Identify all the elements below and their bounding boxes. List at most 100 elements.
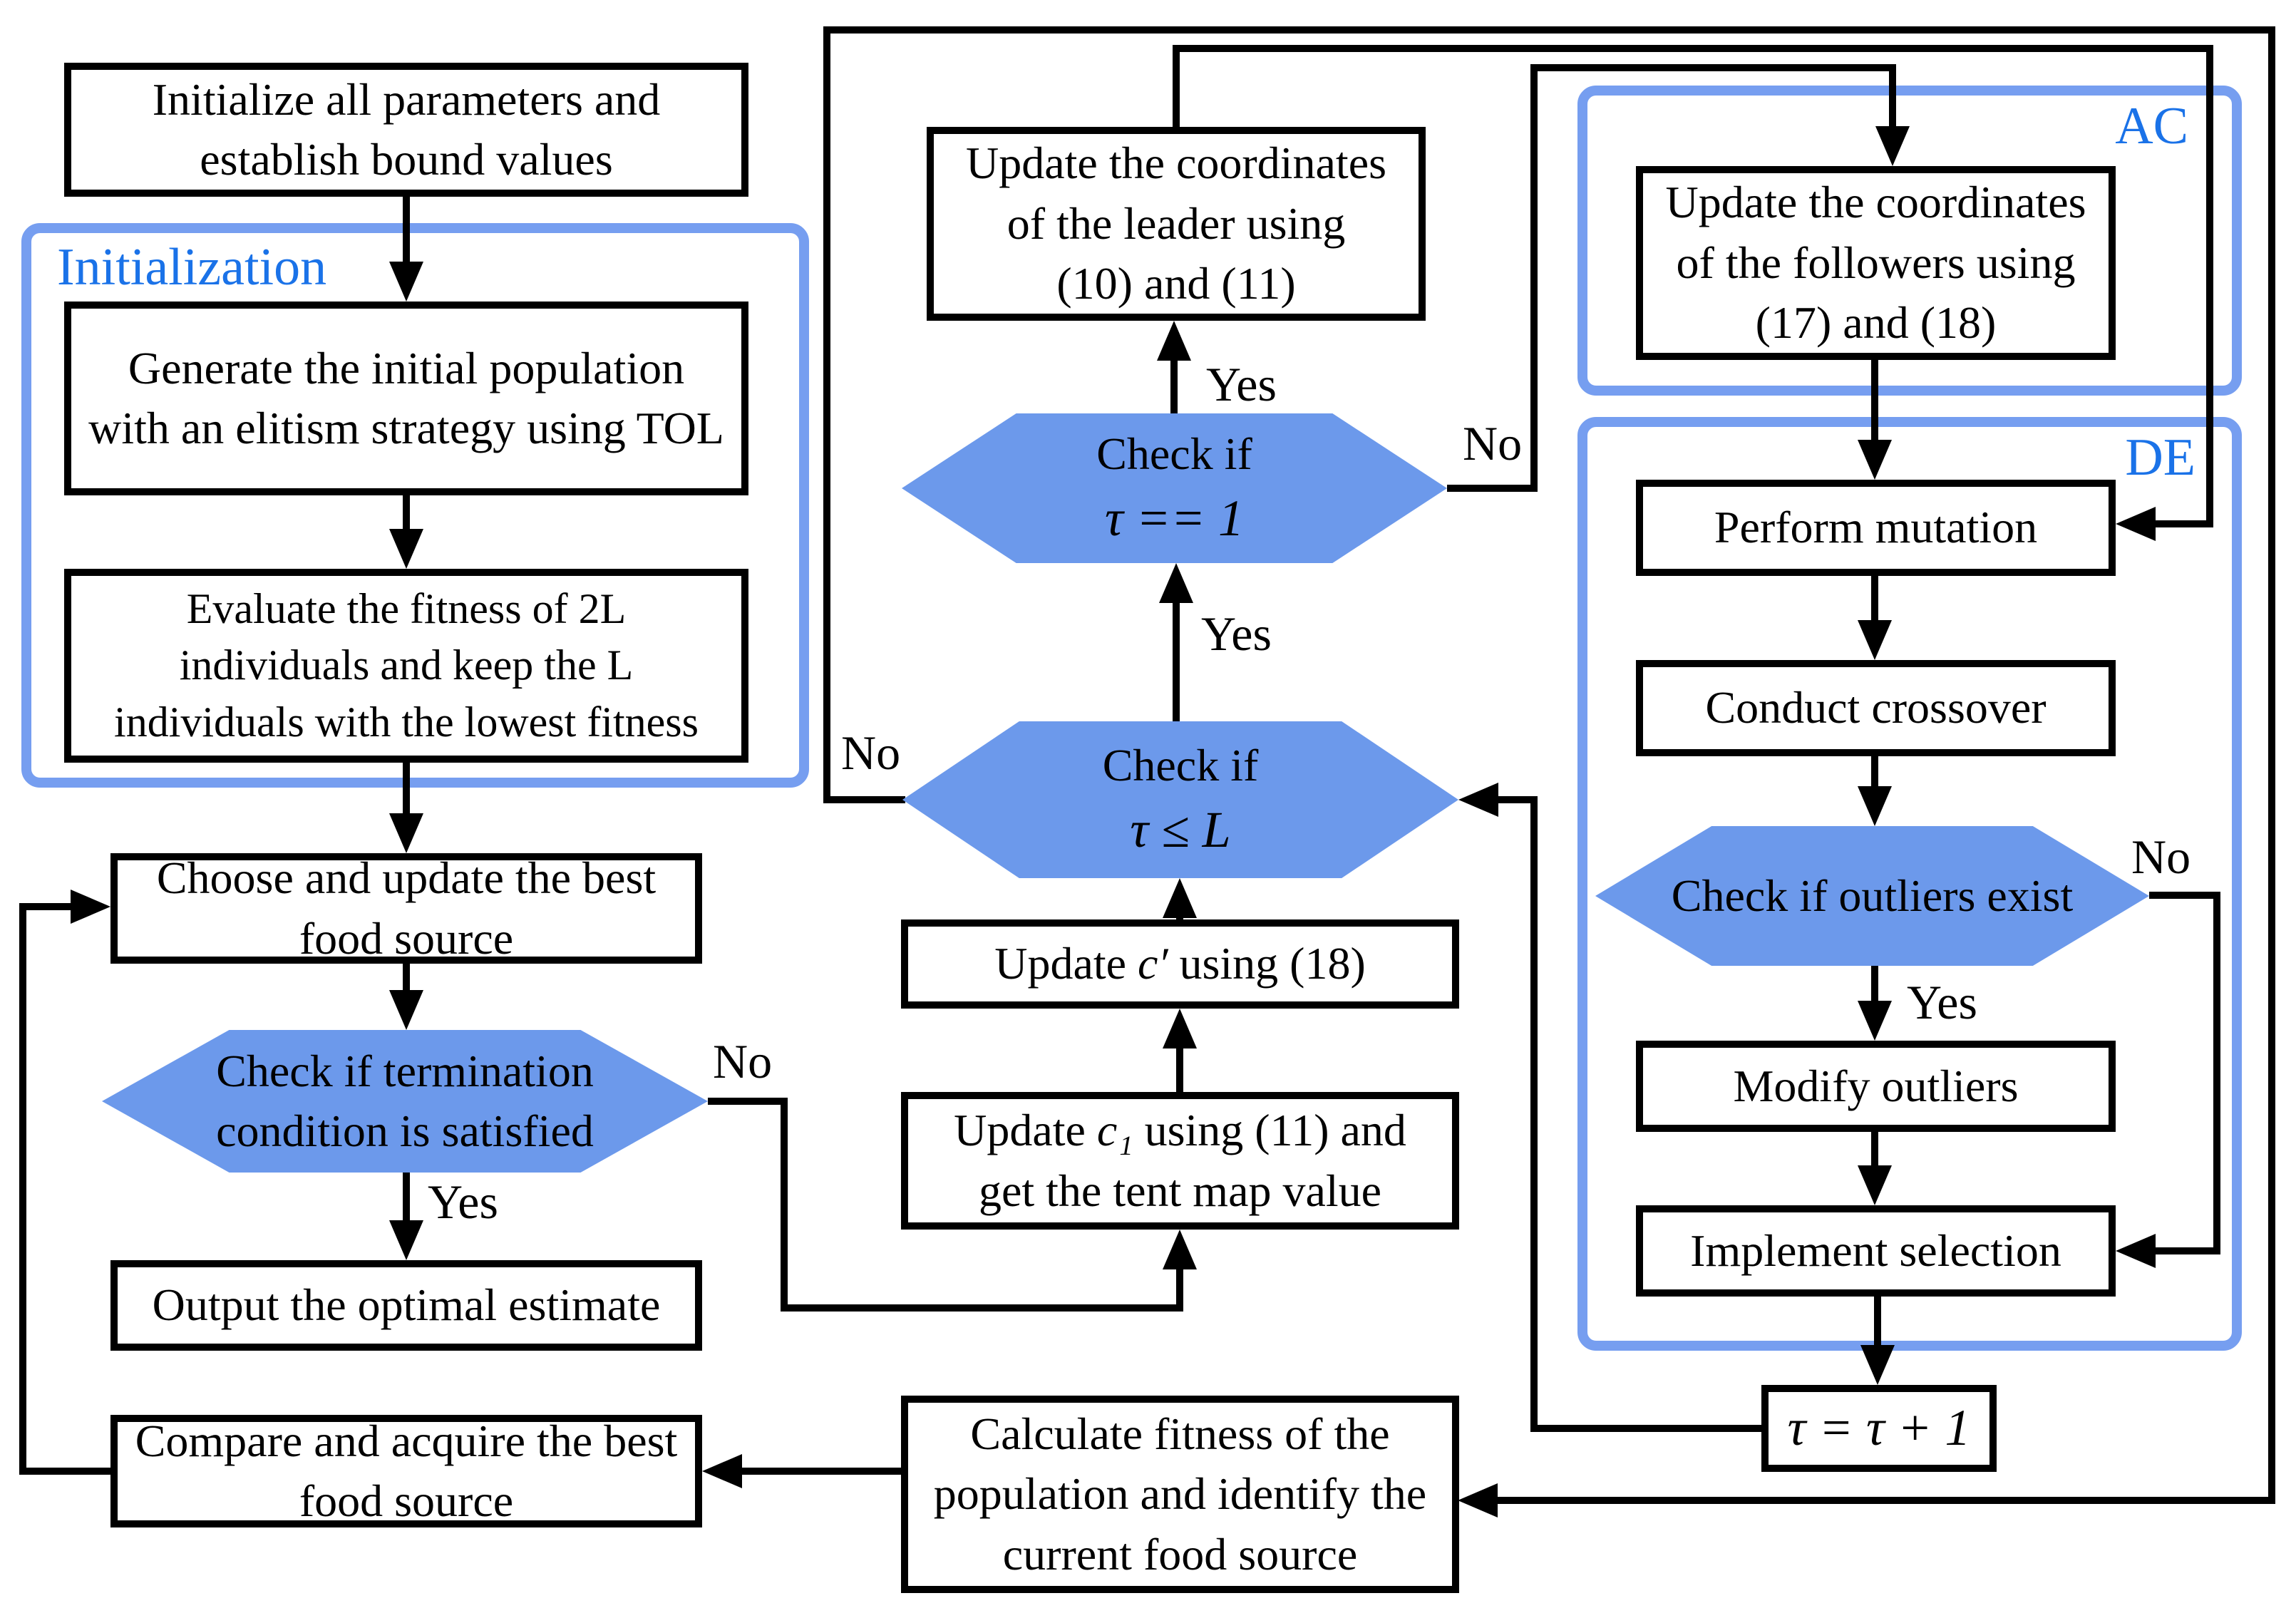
line-segment bbox=[19, 903, 26, 1475]
process-init-params: Initialize all parameters and establish … bbox=[64, 63, 748, 197]
arrowhead bbox=[1458, 783, 1498, 817]
arrowhead bbox=[389, 262, 423, 302]
line-segment bbox=[2213, 892, 2220, 1254]
text-run: Update bbox=[994, 938, 1138, 989]
group-ac-label: AC bbox=[2115, 97, 2188, 155]
arrowhead bbox=[389, 1220, 423, 1260]
line-segment bbox=[823, 796, 905, 803]
decision-outliers-exist: Check if outliers exist bbox=[1595, 826, 2149, 966]
line-segment bbox=[1530, 64, 1538, 492]
decision-line2: τ ≤ L bbox=[1130, 800, 1231, 858]
line-segment bbox=[1889, 68, 1896, 130]
arrowhead bbox=[1163, 1230, 1197, 1269]
decision-termination: Check if termination condition is satisf… bbox=[102, 1030, 708, 1173]
process-evaluate-fitness: Evaluate the fitness of 2L individuals a… bbox=[64, 569, 748, 763]
line-segment bbox=[1176, 1266, 1183, 1310]
line-segment bbox=[1530, 64, 1896, 71]
line-segment bbox=[1447, 485, 1538, 492]
process-implement-selection: Implement selection bbox=[1636, 1205, 2116, 1297]
line-segment bbox=[1176, 1045, 1183, 1092]
process-perform-mutation: Perform mutation bbox=[1636, 480, 2116, 576]
arrowhead bbox=[1860, 1345, 1895, 1385]
arrowhead bbox=[1858, 786, 1892, 826]
update-c1-line1: Update c₁ using (11) and bbox=[954, 1101, 1406, 1160]
line-segment bbox=[1530, 796, 1538, 1432]
edge-label-tau-leq-L-yes: Yes bbox=[1201, 607, 1272, 661]
arrowhead bbox=[1875, 126, 1910, 166]
update-c-prime-line: Update c′ using (18) bbox=[994, 934, 1366, 994]
edge-label-tau-eq-1-no: No bbox=[1463, 416, 1523, 470]
decision-line1: Check if bbox=[1102, 740, 1259, 791]
process-generate-population: Generate the initial population with an … bbox=[64, 302, 748, 495]
arrowhead bbox=[1157, 321, 1191, 361]
group-de-frame bbox=[1577, 417, 2242, 1351]
line-segment bbox=[403, 1173, 410, 1224]
process-modify-outliers: Modify outliers bbox=[1636, 1041, 2116, 1132]
edge-label-tau-eq-1-yes: Yes bbox=[1206, 357, 1277, 411]
line-segment bbox=[2268, 26, 2275, 1504]
edge-label-outliers-yes: Yes bbox=[1907, 975, 1977, 1029]
decision-tau-leq-L: Check if τ ≤ L bbox=[902, 721, 1458, 878]
arrowhead bbox=[1858, 1001, 1892, 1041]
line-segment bbox=[781, 1304, 1183, 1312]
arrowhead bbox=[389, 990, 423, 1030]
process-tau-increment: τ = τ + 1 bbox=[1761, 1385, 1997, 1472]
update-c1-line2: get the tent map value bbox=[978, 1165, 1382, 1216]
arrowhead bbox=[1858, 620, 1892, 660]
process-choose-food-source: Choose and update the best food source bbox=[110, 852, 702, 964]
arrowhead bbox=[702, 1454, 742, 1488]
line-segment bbox=[1170, 357, 1178, 413]
arrowhead bbox=[1458, 1483, 1498, 1517]
process-compare-food-source: Compare and acquire the best food source bbox=[110, 1415, 702, 1527]
line-segment bbox=[403, 197, 410, 265]
line-segment bbox=[2149, 892, 2220, 899]
c-prime-symbol: c′ bbox=[1138, 938, 1168, 989]
decision-line2: τ == 1 bbox=[1105, 489, 1244, 547]
line-segment bbox=[403, 495, 410, 532]
process-conduct-crossover: Conduct crossover bbox=[1636, 660, 2116, 756]
process-output-estimate: Output the optimal estimate bbox=[110, 1260, 702, 1351]
line-segment bbox=[2156, 1247, 2217, 1254]
arrowhead bbox=[71, 890, 110, 924]
process-update-c-prime: Update c′ using (18) bbox=[901, 919, 1459, 1009]
line-segment bbox=[1871, 756, 1878, 788]
arrowhead bbox=[389, 529, 423, 569]
text-run: using (18) bbox=[1168, 938, 1366, 989]
process-update-c1: Update c₁ using (11) and get the tent ma… bbox=[901, 1092, 1459, 1230]
line-segment bbox=[823, 26, 830, 803]
group-ac-frame bbox=[1577, 86, 2242, 396]
line-segment bbox=[1173, 599, 1180, 721]
edge-label-termination-no: No bbox=[713, 1034, 773, 1088]
edge-label-outliers-no: No bbox=[2131, 830, 2191, 884]
arrowhead bbox=[1858, 1165, 1892, 1205]
line-segment bbox=[2206, 45, 2213, 527]
edge-label-tau-leq-L-no: No bbox=[841, 726, 901, 780]
decision-tau-equals-1: Check if τ == 1 bbox=[902, 413, 1447, 563]
line-segment bbox=[708, 1098, 788, 1105]
arrowhead bbox=[2116, 1234, 2156, 1268]
line-segment bbox=[1871, 360, 1878, 441]
arrowhead bbox=[1163, 878, 1197, 918]
group-initialization-label: Initialization bbox=[57, 238, 327, 297]
arrowhead bbox=[2116, 507, 2156, 541]
process-update-followers: Update the coordinates of the followers … bbox=[1636, 166, 2116, 360]
line-segment bbox=[1173, 45, 1180, 127]
process-calculate-fitness: Calculate fitness of the population and … bbox=[901, 1396, 1459, 1593]
text-run: using (11) and bbox=[1133, 1105, 1406, 1156]
arrowhead bbox=[1858, 440, 1892, 480]
line-segment bbox=[2156, 520, 2213, 527]
process-update-leader: Update the coordinates of the leader usi… bbox=[927, 127, 1426, 321]
line-segment bbox=[1871, 576, 1878, 622]
line-segment bbox=[1498, 1497, 2275, 1504]
line-segment bbox=[741, 1468, 905, 1475]
line-segment bbox=[1871, 966, 1878, 1002]
line-segment bbox=[1871, 1132, 1878, 1167]
line-segment bbox=[403, 964, 410, 994]
group-de-label: DE bbox=[2125, 428, 2195, 487]
line-segment bbox=[1494, 796, 1534, 803]
decision-line1: Check if bbox=[1096, 428, 1252, 480]
tau-increment-text: τ = τ + 1 bbox=[1787, 1399, 1971, 1457]
line-segment bbox=[823, 26, 2275, 34]
group-initialization-frame bbox=[21, 223, 809, 788]
